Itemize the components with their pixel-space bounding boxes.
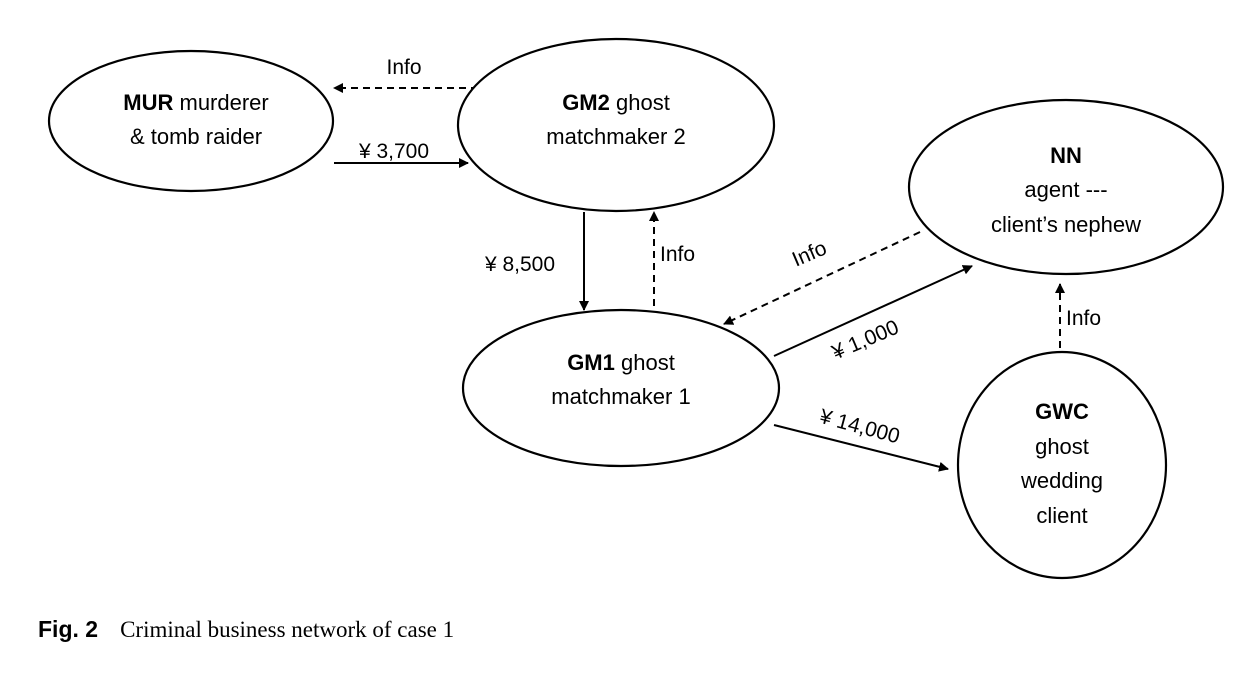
node-nn-line2: agent --- <box>1024 177 1107 202</box>
edge-label-gm2-to-mur: Info <box>386 56 421 79</box>
node-mur-line2: & tomb raider <box>130 124 262 149</box>
node-gwc-line3: wedding <box>1020 468 1103 493</box>
node-mur-desc: murderer <box>173 90 268 115</box>
figure-number: Fig. 2 <box>38 616 99 642</box>
figure-caption: Fig. 2 Criminal business network of case … <box>38 616 454 643</box>
edge-nn-to-gm1 <box>723 231 921 325</box>
node-gm2: GM2 ghost matchmaker 2 <box>456 37 776 213</box>
svg-text:GM2 ghost: GM2 ghost <box>562 90 670 115</box>
node-gm1-abbr: GM1 <box>567 350 615 375</box>
svg-text:GM1 ghost: GM1 ghost <box>567 350 675 375</box>
edge-label-gm1-to-nn: ¥ 1,000 <box>828 316 902 365</box>
node-gwc: GWC ghost wedding client <box>956 350 1168 580</box>
node-gm1-line2: matchmaker 1 <box>551 384 690 409</box>
edge-gm1-to-gwc <box>773 424 949 472</box>
edge-label-gm1-to-gm2: Info <box>660 243 695 266</box>
network-diagram: Info ¥ 3,700 ¥ 8,500 Info Info ¥ 1,000 I… <box>47 37 1225 580</box>
edge-label-gm1-to-gwc: ¥ 14,000 <box>816 405 902 449</box>
node-gm2-abbr: GM2 <box>562 90 610 115</box>
node-gwc-line2: ghost <box>1035 434 1089 459</box>
edge-label-nn-to-gm1: Info <box>789 237 830 272</box>
node-gwc-line4: client <box>1036 503 1087 528</box>
edge-label-mur-to-gm2: ¥ 3,700 <box>358 140 429 163</box>
node-gm1-desc: ghost <box>615 350 675 375</box>
node-nn: NN agent --- client’s nephew <box>907 98 1225 276</box>
node-mur: MUR murderer & tomb raider <box>47 49 335 193</box>
edge-label-gm2-to-gm1: ¥ 8,500 <box>484 253 555 276</box>
node-gm1: GM1 ghost matchmaker 1 <box>461 308 781 468</box>
node-mur-abbr: MUR <box>123 90 173 115</box>
edge-gm1-to-nn <box>773 265 973 357</box>
svg-text:MUR murderer: MUR murderer <box>123 90 268 115</box>
figure-caption-text: Criminal business network of case 1 <box>120 617 455 642</box>
node-gm2-line2: matchmaker 2 <box>546 124 685 149</box>
node-gm2-desc: ghost <box>610 90 670 115</box>
edge-label-gwc-to-nn: Info <box>1066 307 1101 330</box>
node-gwc-abbr: GWC <box>1035 399 1089 424</box>
node-nn-line3: client’s nephew <box>991 212 1141 237</box>
node-nn-abbr: NN <box>1050 143 1082 168</box>
